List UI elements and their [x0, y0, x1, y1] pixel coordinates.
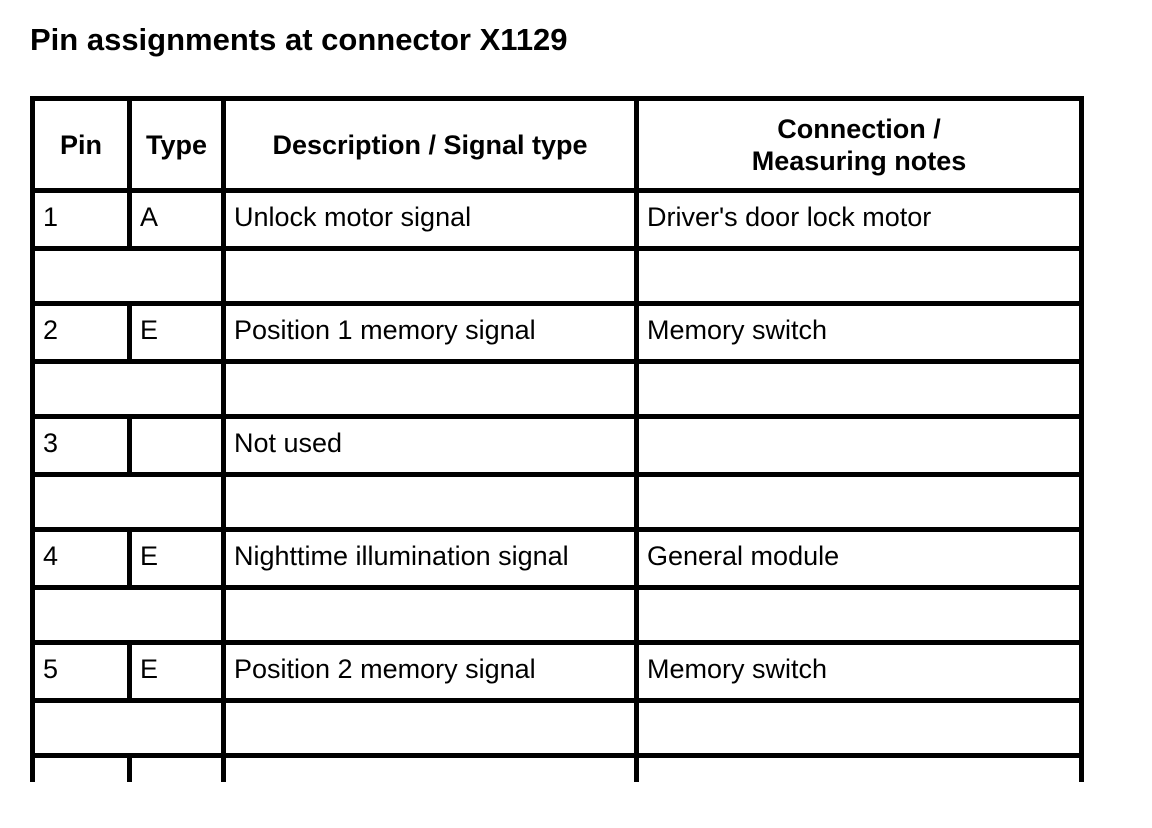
spacer-cell-connection [634, 585, 1084, 645]
spacer-cell-pin-type [30, 246, 226, 306]
connection-cell: Memory switch [634, 640, 1084, 703]
type-cell: E [127, 301, 226, 364]
type-cell: E [127, 640, 226, 703]
table-row-pin-4: 4 E Nighttime illumination signal Genera… [30, 527, 1084, 590]
description-cell: Unlock motor signal [221, 188, 639, 251]
table-row-pin-1: 1 A Unlock motor signal Driver's door lo… [30, 188, 1084, 251]
pin-cell: 4 [30, 527, 132, 590]
spacer-cell-description [221, 472, 639, 532]
spacer-cell-connection [634, 359, 1084, 419]
cutoff-row [30, 753, 1084, 782]
page-title: Pin assignments at connector X1129 [30, 22, 568, 57]
table-row-pin-5: 5 E Position 2 memory signal Memory swit… [30, 640, 1084, 703]
table-row-pin-3: 3 Not used [30, 414, 1084, 477]
table-row-pin-2: 2 E Position 1 memory signal Memory swit… [30, 301, 1084, 364]
header-connection: Connection / Measuring notes [634, 96, 1084, 193]
description-cell: Not used [221, 414, 639, 477]
pin-cell: 3 [30, 414, 132, 477]
spacer-row-4 [30, 585, 1084, 645]
spacer-row-5 [30, 698, 1084, 758]
header-connection-line1: Connection / [777, 113, 941, 144]
spacer-cell-pin-type [30, 359, 226, 419]
pin-cell: 2 [30, 301, 132, 364]
partial-pin-cell [30, 753, 132, 782]
partial-connection-cell [634, 753, 1084, 782]
connection-cell [634, 414, 1084, 477]
spacer-cell-pin-type [30, 698, 226, 758]
spacer-cell-description [221, 359, 639, 419]
header-pin: Pin [30, 96, 132, 193]
connection-cell: Driver's door lock motor [634, 188, 1084, 251]
type-cell: A [127, 188, 226, 251]
header-description: Description / Signal type [221, 96, 639, 193]
spacer-row-2 [30, 359, 1084, 419]
pin-cell: 1 [30, 188, 132, 251]
spacer-cell-connection [634, 246, 1084, 306]
spacer-row-3 [30, 472, 1084, 532]
spacer-cell-connection [634, 472, 1084, 532]
partial-type-cell [127, 753, 226, 782]
pin-cell: 5 [30, 640, 132, 703]
partial-description-cell [221, 753, 639, 782]
spacer-cell-description [221, 698, 639, 758]
description-cell: Position 2 memory signal [221, 640, 639, 703]
spacer-row-1 [30, 246, 1084, 306]
connection-cell: General module [634, 527, 1084, 590]
header-connection-line2: Measuring notes [751, 145, 967, 176]
type-cell: E [127, 527, 226, 590]
spacer-cell-pin-type [30, 585, 226, 645]
spacer-cell-pin-type [30, 472, 226, 532]
type-cell [127, 414, 226, 477]
spacer-cell-description [221, 246, 639, 306]
spacer-cell-description [221, 585, 639, 645]
header-type: Type [127, 96, 226, 193]
description-cell: Nighttime illumination signal [221, 527, 639, 590]
spacer-cell-connection [634, 698, 1084, 758]
connection-cell: Memory switch [634, 301, 1084, 364]
pin-assignments-table: Pin Type Description / Signal type Conne… [30, 96, 1084, 782]
table-header-row: Pin Type Description / Signal type Conne… [30, 96, 1084, 193]
description-cell: Position 1 memory signal [221, 301, 639, 364]
